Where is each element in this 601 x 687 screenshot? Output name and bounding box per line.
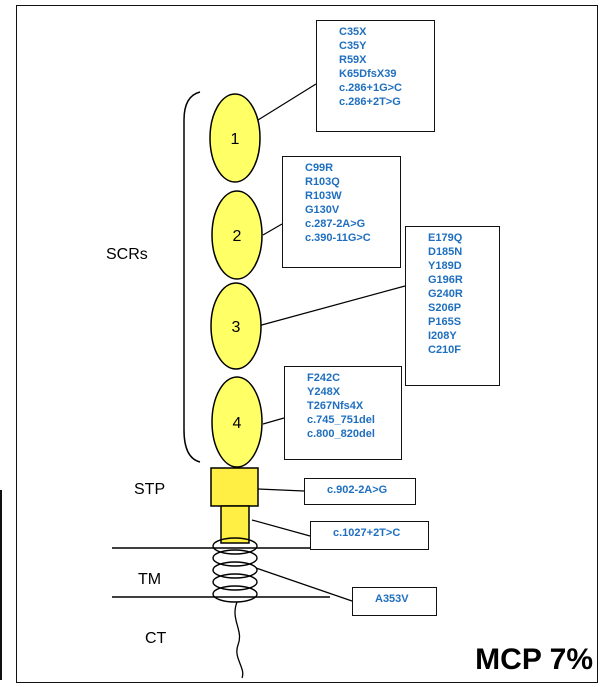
- mutation-label: Y248X: [307, 385, 395, 399]
- mutation-label: C35Y: [339, 39, 428, 53]
- mutation-label: C210F: [428, 343, 493, 357]
- mutation-label: R59X: [339, 53, 428, 67]
- mutation-label: c.902-2A>G: [327, 483, 409, 497]
- mutation-label: c.800_820del: [307, 427, 395, 441]
- region-label-ct: CT: [145, 630, 166, 648]
- mutation-box-scr2: C99R R103Q R103W G130V c.287-2A>G c.390-…: [282, 156, 401, 268]
- scr-domain-1-number: 1: [231, 131, 240, 148]
- mutation-label: c.1027+2T>C: [333, 526, 422, 540]
- mutation-label: A353V: [375, 592, 430, 606]
- mutation-label: Y189D: [428, 259, 493, 273]
- scr-brace: [184, 92, 200, 462]
- mutation-box-stp: c.902-2A>G: [304, 478, 416, 505]
- connector-stp: [258, 489, 304, 491]
- connector-scr3: [258, 286, 405, 326]
- mutation-label: G196R: [428, 273, 493, 287]
- mutation-label: c.745_751del: [307, 413, 395, 427]
- mutation-label: D185N: [428, 245, 493, 259]
- stp-block-upper: [211, 468, 258, 506]
- mutation-label: G130V: [305, 203, 394, 217]
- scr-domain-4-number: 4: [233, 415, 242, 432]
- mutation-label: c.286+2T>G: [339, 95, 428, 109]
- mutation-label: K65DfsX39: [339, 67, 428, 81]
- protein-title: MCP 7%: [475, 643, 593, 677]
- mutation-label: T267Nfs4X: [307, 399, 395, 413]
- mutation-label: c.390-11G>C: [305, 231, 394, 245]
- scr-domain-3-number: 3: [232, 319, 241, 336]
- mutation-box-tm: A353V: [352, 587, 437, 616]
- mutation-label: C99R: [305, 161, 394, 175]
- region-label-stp: STP: [134, 481, 165, 499]
- region-label-scrs: SCRs: [106, 246, 148, 264]
- mutation-label: F242C: [307, 371, 395, 385]
- scr-domain-2-number: 2: [233, 228, 242, 245]
- mutation-label: E179Q: [428, 231, 493, 245]
- mutation-label: C35X: [339, 25, 428, 39]
- region-label-tm: TM: [138, 571, 161, 589]
- connector-scr1: [258, 84, 316, 120]
- connector-stp-lower: [252, 520, 310, 536]
- mutation-label: S206P: [428, 301, 493, 315]
- connector-tm: [256, 568, 352, 601]
- connector-scr2: [263, 224, 282, 235]
- mutation-label: c.286+1G>C: [339, 81, 428, 95]
- mutation-label: R103Q: [305, 175, 394, 189]
- mutation-label: P165S: [428, 315, 493, 329]
- mutation-label: c.287-2A>G: [305, 217, 394, 231]
- mutation-label: G240R: [428, 287, 493, 301]
- mutation-box-scr3: E179Q D185N Y189D G196R G240R S206P P165…: [405, 226, 500, 386]
- mutation-box-stp-lower: c.1027+2T>C: [310, 521, 429, 550]
- mutation-label: R103W: [305, 189, 394, 203]
- mutation-box-scr1: C35X C35Y R59X K65DfsX39 c.286+1G>C c.28…: [316, 20, 435, 132]
- mutation-box-scr4: F242C Y248X T267Nfs4X c.745_751del c.800…: [284, 366, 402, 460]
- connector-scr4: [263, 418, 284, 424]
- cytoplasmic-tail: [235, 602, 243, 678]
- mutation-label: I208Y: [428, 329, 493, 343]
